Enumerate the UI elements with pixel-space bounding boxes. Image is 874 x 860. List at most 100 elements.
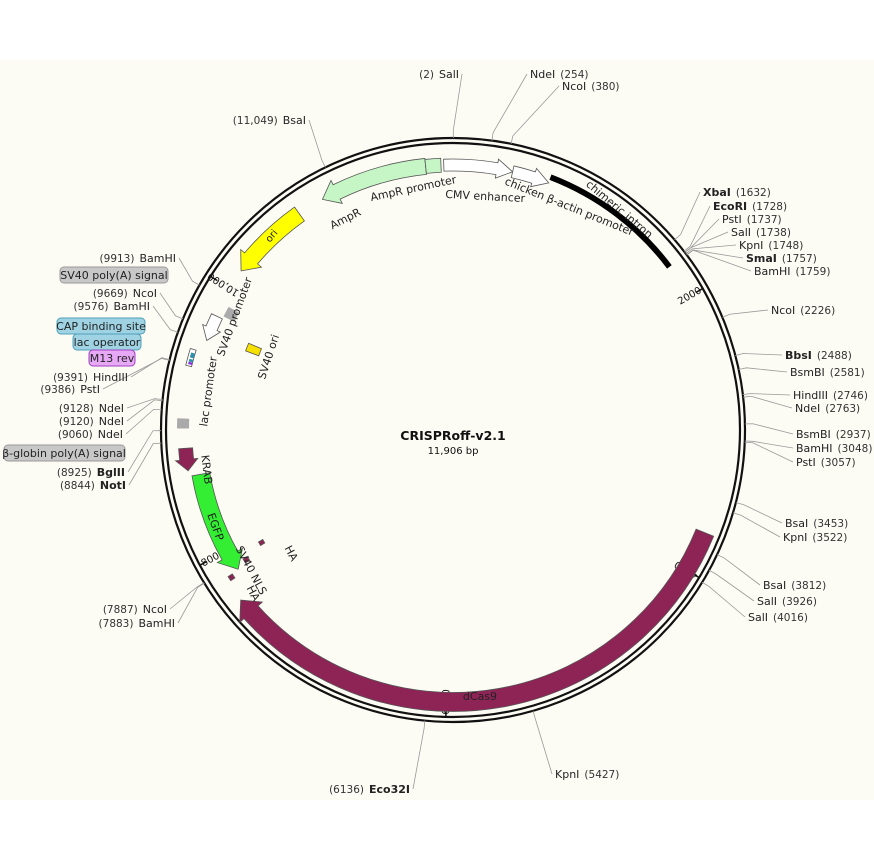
site-name: HindIII (793, 389, 828, 402)
site-label-sali[interactable]: SalI(3926) (757, 595, 817, 608)
feature-sv40-nls[interactable] (242, 555, 251, 564)
site-label-bbsi[interactable]: BbsI(2488) (785, 349, 852, 362)
site-label-ndei[interactable]: (9060)NdeI (58, 428, 123, 441)
site-label-ndei[interactable]: (9120) NdeI (59, 415, 124, 428)
feature-ha[interactable] (257, 538, 266, 547)
site-label-kpni[interactable]: KpnI(5427) (555, 768, 619, 781)
site-label-psti[interactable]: PstI(3057) (796, 456, 856, 469)
site-label-bamhi[interactable]: (9576)BamHI (74, 300, 150, 313)
site-label-bsmbi[interactable]: BsmBI(2937) (796, 428, 871, 441)
site-label-bsai[interactable]: (11,049)BsaI (233, 114, 306, 127)
cap-binding-site-mark (189, 352, 196, 359)
feature-ampr[interactable] (321, 158, 427, 204)
site-label-noti[interactable]: (8844) NotI (60, 479, 126, 492)
site-name: SalI (731, 226, 751, 239)
site-leader-line (452, 73, 463, 139)
site-position: (9386) (40, 384, 75, 396)
feature-ori[interactable] (240, 206, 305, 272)
site-name: NdeI (99, 402, 124, 415)
site-label-kpni[interactable]: KpnI(3522) (783, 531, 847, 544)
site-leader-line (701, 581, 746, 618)
site-leader-line (126, 399, 163, 422)
site-leader-line (412, 720, 426, 790)
feature-sv40-promoter[interactable] (202, 313, 223, 342)
site-name: NcoI (133, 287, 157, 300)
site-label-kpni[interactable]: KpnI(1748) (739, 239, 803, 252)
site-label-bsai[interactable]: BsaI(3453) (785, 517, 848, 530)
site-leader-line (685, 244, 737, 254)
site-label-ndei[interactable]: NdeI(254) (530, 68, 588, 81)
site-position: (2581) (830, 367, 865, 379)
site-position: (1759) (796, 266, 831, 278)
site-position: (9120) (59, 416, 94, 428)
site-label-eco32i[interactable]: (6136)Eco32I (329, 783, 410, 796)
site-position: (4016) (773, 612, 808, 624)
site-position: (380) (591, 81, 619, 93)
site-leader-line (742, 393, 791, 396)
site-position: (1728) (752, 201, 787, 213)
site-label-xbai[interactable]: XbaI(1632) (703, 186, 771, 199)
site-position: (9391) (53, 372, 88, 384)
site-leader-line (491, 73, 528, 141)
site-position: (8844) (60, 480, 95, 492)
map-background (0, 60, 874, 800)
site-leader-line (683, 205, 711, 252)
feature-dcas9[interactable] (239, 528, 715, 712)
site-label-hindiii[interactable]: (9391)HindIII (53, 371, 128, 384)
site-label-psti[interactable]: PstI (1737) (722, 213, 782, 226)
site-position: (3522) (812, 532, 847, 544)
site-label-hindiii[interactable]: HindIII(2746) (793, 389, 868, 402)
site-name: BsmBI (796, 428, 831, 441)
feature-egfp[interactable] (191, 472, 244, 570)
site-label-bamhi[interactable]: (7883)BamHI (99, 617, 175, 630)
site-label-sali[interactable]: (2)SalI (419, 68, 459, 81)
site-label-sali[interactable]: SalI (1738) (731, 226, 791, 239)
site-name: PstI (722, 213, 742, 226)
site-label-ncoi[interactable]: (7887)NcoI (103, 603, 167, 616)
site-label-bamhi[interactable]: (9913)BamHI (100, 252, 176, 265)
site-position: (9669) (93, 288, 128, 300)
site-leader-line (159, 292, 184, 320)
site-label-psti[interactable]: (9386)PstI (40, 383, 100, 396)
plasmid-length: 11,906 bp (428, 446, 479, 457)
sv40-polya-mark (223, 306, 240, 322)
site-label-ndei[interactable]: NdeI(2763) (795, 402, 860, 415)
site-label-ncoi[interactable]: NcoI(2226) (771, 304, 835, 317)
site-label-ncoi[interactable]: (9669) NcoI (93, 287, 157, 300)
site-position: (254) (560, 69, 588, 81)
site-name: NcoI (143, 603, 167, 616)
feature-cmv-enhancer[interactable] (443, 158, 514, 179)
site-name: NotI (100, 479, 126, 492)
beta-globin-polya-label: β-globin poly(A) signal (2, 447, 126, 460)
m13-rev-box (88, 349, 136, 367)
site-leader-line (126, 398, 163, 409)
site-label-ncoi[interactable]: NcoI(380) (562, 80, 620, 93)
site-label-bamhi[interactable]: BamHI(1759) (754, 265, 830, 278)
site-label-bsmbi[interactable]: BsmBI(2581) (790, 366, 865, 379)
feature-chicken-actin-promoter[interactable] (510, 165, 550, 188)
site-leader-line (127, 430, 162, 473)
site-name: BsaI (785, 517, 808, 530)
site-leader-line (102, 357, 170, 390)
feature-sv40-ori[interactable] (245, 342, 263, 357)
feature-chimeric-intron[interactable] (549, 174, 672, 269)
site-label-ndei[interactable]: (9128)NdeI (59, 402, 124, 415)
site-position: (1737) (747, 214, 782, 226)
site-label-sali[interactable]: SalI(4016) (748, 611, 808, 624)
site-leader-line (532, 710, 553, 775)
site-label-smai[interactable]: SmaI(1757) (746, 252, 817, 265)
site-label-bamhi[interactable]: BamHI(3048) (796, 442, 872, 455)
site-name: NdeI (99, 415, 124, 428)
site-label-ecori[interactable]: EcoRI(1728) (713, 200, 787, 213)
site-label-bglii[interactable]: (8925)BglII (57, 466, 125, 479)
feature-ha[interactable] (227, 573, 236, 582)
feature-krab[interactable] (174, 447, 199, 472)
site-label-bsai[interactable]: BsaI(3812) (763, 579, 826, 592)
site-position: (2) (419, 69, 434, 81)
site-position: (1738) (756, 227, 791, 239)
feature-label-cmv-enhancer: CMV enhancer (445, 188, 526, 205)
cap-binding-site-label: CAP binding site (56, 320, 146, 333)
feature-ampr-promoter[interactable] (424, 157, 442, 174)
site-name: NcoI (771, 304, 795, 317)
feature-label-dcas9: dCas9 (463, 690, 497, 703)
